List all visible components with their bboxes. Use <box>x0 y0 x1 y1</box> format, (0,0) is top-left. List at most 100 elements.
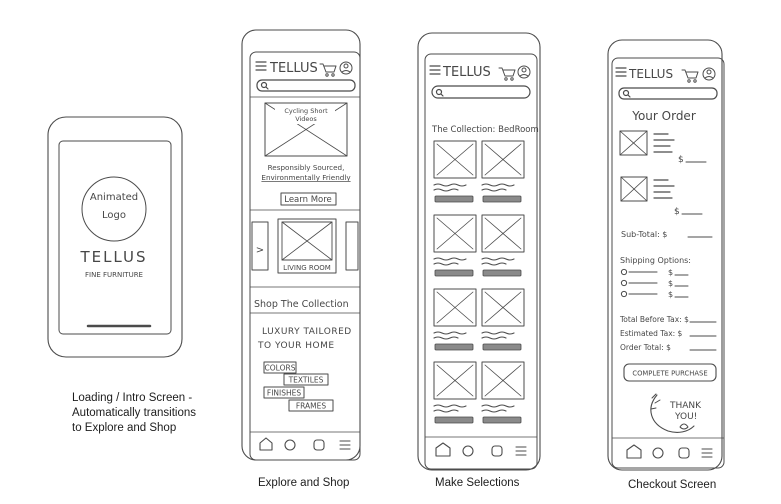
explore-caption: Explore and Shop <box>258 477 350 489</box>
product-image <box>433 140 477 179</box>
shipping-options: $ $ $ <box>620 268 689 299</box>
product-card[interactable] <box>481 214 525 277</box>
carousel-arrow[interactable]: > <box>256 245 264 256</box>
add-to-cart-button[interactable] <box>434 195 474 203</box>
tag-colors[interactable] <box>263 361 297 374</box>
carousel-card-living-room[interactable] <box>277 218 337 274</box>
intro-phone: Animated Logo TELLUS FINE FURNITURE <box>47 116 183 358</box>
checkout-search-input[interactable] <box>618 87 718 100</box>
search-icon[interactable] <box>435 88 444 97</box>
category-carousel[interactable]: > LIVING ROOM <box>251 218 359 274</box>
product-card[interactable] <box>481 140 525 203</box>
add-to-cart-button[interactable] <box>434 343 474 351</box>
product-name-scribble <box>481 404 515 408</box>
complete-purchase-label: COMPLETE PURCHASE <box>632 370 707 378</box>
hamburger-menu-icon[interactable] <box>339 440 351 450</box>
product-desc-scribble <box>433 336 459 340</box>
order-total-label: Order Total: $ <box>620 343 671 352</box>
shipping-title: Shipping Options: <box>620 256 691 265</box>
selections-search-input[interactable] <box>431 85 531 99</box>
product-name-scribble <box>433 183 467 187</box>
selections-bottom-nav <box>435 442 527 457</box>
explore-brand-title: TELLUS <box>269 61 318 76</box>
shipping-option-radio[interactable]: $ <box>620 279 689 288</box>
home-icon[interactable] <box>626 444 642 459</box>
add-to-cart-button[interactable] <box>434 269 474 277</box>
add-to-cart-button[interactable] <box>482 416 522 424</box>
product-name-scribble <box>481 257 515 261</box>
carousel-prev-card[interactable] <box>251 221 269 271</box>
tag-textiles[interactable] <box>283 373 329 386</box>
order-item: $ <box>620 176 703 217</box>
add-to-cart-button[interactable] <box>482 269 522 277</box>
account-icon[interactable] <box>517 65 531 79</box>
item-price-currency: $ <box>674 207 680 217</box>
hamburger-menu-icon[interactable] <box>615 67 627 77</box>
product-name-scribble <box>433 331 467 335</box>
tag-finishes[interactable] <box>263 386 305 399</box>
product-image <box>433 361 477 400</box>
product-card[interactable] <box>481 288 525 351</box>
product-card[interactable] <box>481 361 525 424</box>
video-caption-line-2: Videos <box>295 115 317 123</box>
tag-textiles-label: TEXTILES <box>288 376 324 385</box>
account-icon[interactable] <box>702 67 716 81</box>
item-price-currency: $ <box>678 155 684 165</box>
intro-caption-line-2: Automatically transitions <box>72 407 196 419</box>
product-card[interactable] <box>433 214 477 277</box>
hamburger-menu-icon[interactable] <box>701 448 713 458</box>
cart-icon[interactable] <box>498 67 516 81</box>
product-image <box>433 214 477 253</box>
product-desc-scribble <box>481 188 507 192</box>
cart-icon[interactable] <box>319 63 337 77</box>
tag-frames[interactable] <box>288 399 334 412</box>
search-icon[interactable] <box>260 81 269 90</box>
intro-caption-line-3: to Explore and Shop <box>72 422 177 434</box>
hamburger-menu-icon[interactable] <box>255 61 267 71</box>
shipping-option-radio[interactable]: $ <box>620 268 689 277</box>
complete-purchase-button[interactable] <box>623 363 717 382</box>
product-card[interactable] <box>433 361 477 424</box>
add-to-cart-button[interactable] <box>482 195 522 203</box>
home-icon[interactable] <box>259 437 273 451</box>
instagram-icon[interactable] <box>491 445 503 457</box>
tag-frames-label: FRAMES <box>296 402 327 411</box>
instagram-icon[interactable] <box>678 447 690 459</box>
explore-search-input[interactable] <box>256 79 356 92</box>
intro-phone-screen <box>58 140 172 335</box>
product-card[interactable] <box>433 288 477 351</box>
product-name-scribble <box>433 257 467 261</box>
facebook-icon[interactable] <box>462 445 474 457</box>
add-to-cart-button[interactable] <box>482 343 522 351</box>
explore-phone: TELLUS Cycling Short Videos Responsibly … <box>241 29 361 461</box>
home-icon[interactable] <box>435 442 451 457</box>
hamburger-menu-icon[interactable] <box>429 65 441 75</box>
thank-you-line-2: YOU! <box>674 412 697 422</box>
account-icon[interactable] <box>339 61 353 75</box>
blurb-line-2: Environmentally Friendly <box>261 173 351 182</box>
carousel-next-card[interactable] <box>345 221 359 271</box>
add-to-cart-button[interactable] <box>434 416 474 424</box>
checkout-phone-frame <box>607 39 723 471</box>
checkout-bottom-nav <box>626 444 713 459</box>
checkout-phone: TELLUS Your Order $ $ Sub-Total: <box>607 39 725 471</box>
intro-caption: Loading / Intro Screen - Automatically t… <box>72 391 196 436</box>
order-title: Your Order <box>631 109 696 123</box>
selections-brand-title: TELLUS <box>442 65 491 80</box>
product-desc-scribble <box>433 262 459 266</box>
cart-icon[interactable] <box>681 69 699 83</box>
facebook-icon[interactable] <box>284 439 296 451</box>
hamburger-menu-icon[interactable] <box>515 446 527 456</box>
learn-more-label: Learn More <box>284 195 332 205</box>
shipping-option-radio[interactable]: $ <box>620 290 689 299</box>
product-card[interactable] <box>433 140 477 203</box>
shipping-price-currency: $ <box>668 268 673 277</box>
product-name-scribble <box>433 404 467 408</box>
search-icon[interactable] <box>622 89 631 98</box>
bird-icon <box>679 423 689 430</box>
facebook-icon[interactable] <box>652 447 664 459</box>
learn-more-button[interactable] <box>280 192 337 206</box>
product-desc-scribble <box>481 409 507 413</box>
carousel-card-label: LIVING ROOM <box>283 264 331 272</box>
instagram-icon[interactable] <box>313 439 325 451</box>
